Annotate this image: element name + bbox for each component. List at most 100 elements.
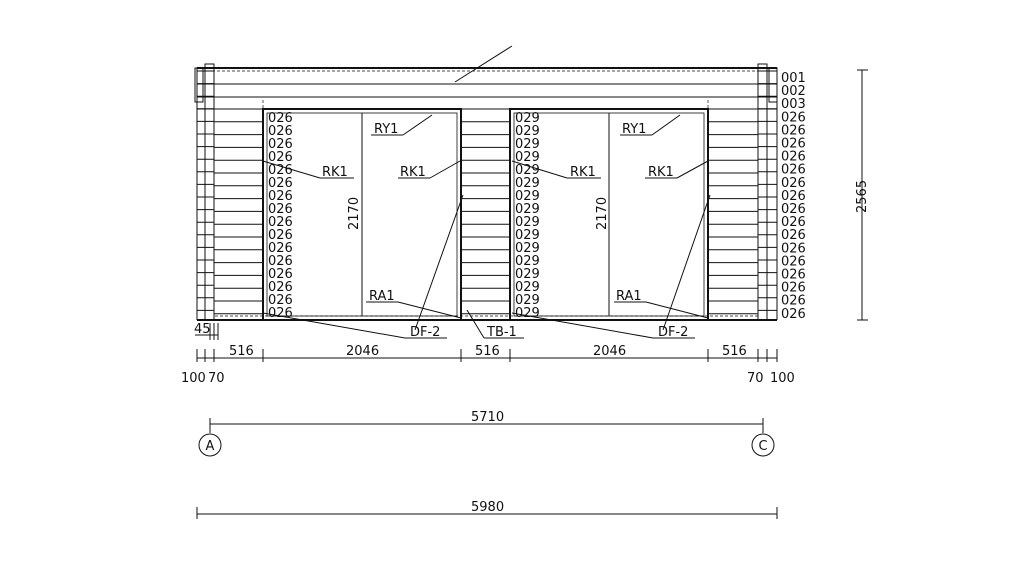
- row-code: 026: [781, 137, 806, 152]
- total-width-dimension: 5980: [196, 500, 778, 519]
- row-code: 029: [515, 176, 540, 191]
- callout-rk1-right-b-label: RK1: [648, 165, 674, 180]
- dim-516-left: 516: [229, 344, 254, 359]
- row-code: 026: [781, 215, 806, 230]
- dim-100-left: 100: [181, 371, 206, 386]
- total-width-label: 5980: [471, 500, 504, 515]
- row-code: 026: [268, 111, 293, 126]
- dim-100-right: 100: [770, 371, 795, 386]
- dim-70-left: 70: [208, 371, 225, 386]
- row-code: 002: [781, 84, 806, 99]
- row-code: 029: [515, 124, 540, 139]
- row-code: 029: [515, 215, 540, 230]
- row-code: 026: [268, 306, 293, 321]
- row-code: 026: [268, 163, 293, 178]
- callout-ry1-left: RY1: [371, 114, 433, 137]
- width-dimensions: 516 2046 516 2046 516 100 70 70 100: [181, 344, 795, 386]
- callout-tb1: TB-1: [466, 309, 524, 340]
- callout-df2-left: DF-2: [262, 194, 464, 340]
- callout-ra1-left-label: RA1: [369, 289, 395, 304]
- dim-45-label: 45: [194, 322, 211, 337]
- dim-516-center: 516: [475, 344, 500, 359]
- callout-ry1-right: RY1: [620, 114, 681, 137]
- callout-ry1-left-label: RY1: [374, 122, 398, 137]
- axis-marker-a: [198, 433, 222, 457]
- row-code: 003: [781, 97, 806, 112]
- row-code: 026: [268, 150, 293, 165]
- row-code: 026: [781, 281, 806, 296]
- row-code: 026: [268, 293, 293, 308]
- row-code: 026: [781, 268, 806, 283]
- row-code: 026: [781, 202, 806, 217]
- row-code: 026: [781, 176, 806, 191]
- row-code: 026: [781, 307, 806, 322]
- row-code: 026: [781, 123, 806, 138]
- callout-ra1-right-label: RA1: [616, 289, 642, 304]
- row-code: 029: [515, 189, 540, 204]
- callout-rk1-left-b: RK1: [398, 160, 461, 180]
- dim-2046-left: 2046: [346, 344, 379, 359]
- row-code: 026: [781, 163, 806, 178]
- callout-ry1-right-label: RY1: [622, 122, 646, 137]
- row-code: 026: [781, 110, 806, 125]
- row-code: 029: [515, 306, 540, 321]
- row-code: 026: [781, 294, 806, 309]
- row-code: 026: [268, 228, 293, 243]
- door-left: [262, 108, 462, 321]
- row-code: 026: [781, 228, 806, 243]
- inner-dashed-guides: [262, 100, 709, 320]
- callout-rk1-right-a: RK1: [511, 160, 601, 180]
- row-code: 026: [268, 215, 293, 230]
- callout-df2-left-label: DF-2: [410, 325, 440, 340]
- row-code: 026: [268, 189, 293, 204]
- row-code: 029: [515, 280, 540, 295]
- row-code: 029: [515, 254, 540, 269]
- callout-rk1-right-b: RK1: [645, 160, 709, 180]
- callout-df2-right-label: DF-2: [658, 325, 688, 340]
- row-code: 029: [515, 202, 540, 217]
- height-dimension: 2565: [855, 69, 870, 321]
- callout-ra1-left: RA1: [366, 289, 462, 319]
- callout-rk1-left-a: RK1: [262, 160, 354, 180]
- row-code: 029: [515, 111, 540, 126]
- dim-45: 45: [194, 322, 219, 340]
- row-codes-left-opening: 0260260260260260260260260260260260260260…: [268, 111, 293, 321]
- axis-c-label: C: [758, 439, 767, 454]
- dim-516-right: 516: [722, 344, 747, 359]
- row-code: 029: [515, 241, 540, 256]
- callout-tb1-label: TB-1: [486, 325, 517, 340]
- row-code: 026: [268, 137, 293, 152]
- row-code: 029: [515, 137, 540, 152]
- row-code: 026: [268, 124, 293, 139]
- row-code: 029: [515, 228, 540, 243]
- callout-rk1-left-a-label: RK1: [322, 165, 348, 180]
- callout-df2-right: DF-2: [511, 194, 711, 340]
- row-code: 026: [268, 280, 293, 295]
- dim-2046-right: 2046: [593, 344, 626, 359]
- log-courses: [214, 121, 758, 315]
- row-code: 026: [781, 150, 806, 165]
- row-code: 026: [781, 241, 806, 256]
- row-code: 029: [515, 150, 540, 165]
- corner-post-joints: [197, 70, 777, 311]
- row-code: 026: [268, 176, 293, 191]
- callout-rk1-left-b-label: RK1: [400, 165, 426, 180]
- dim-70-right: 70: [747, 371, 764, 386]
- row-code: 001: [781, 71, 806, 86]
- row-code: 029: [515, 267, 540, 282]
- callout-rk1-right-a-label: RK1: [570, 165, 596, 180]
- door-height-right: 2170: [595, 197, 610, 230]
- door-height-left: 2170: [347, 197, 362, 230]
- row-codes-right: 0010020030260260260260260260260260260260…: [781, 71, 806, 322]
- row-code: 026: [268, 241, 293, 256]
- row-code: 026: [268, 202, 293, 217]
- row-code: 029: [515, 163, 540, 178]
- door-right: [509, 108, 709, 321]
- row-code: 026: [781, 254, 806, 269]
- axis-span-label: 5710: [471, 410, 504, 425]
- row-code: 026: [268, 267, 293, 282]
- axis-marker-c: [751, 433, 775, 457]
- row-code: 026: [781, 189, 806, 204]
